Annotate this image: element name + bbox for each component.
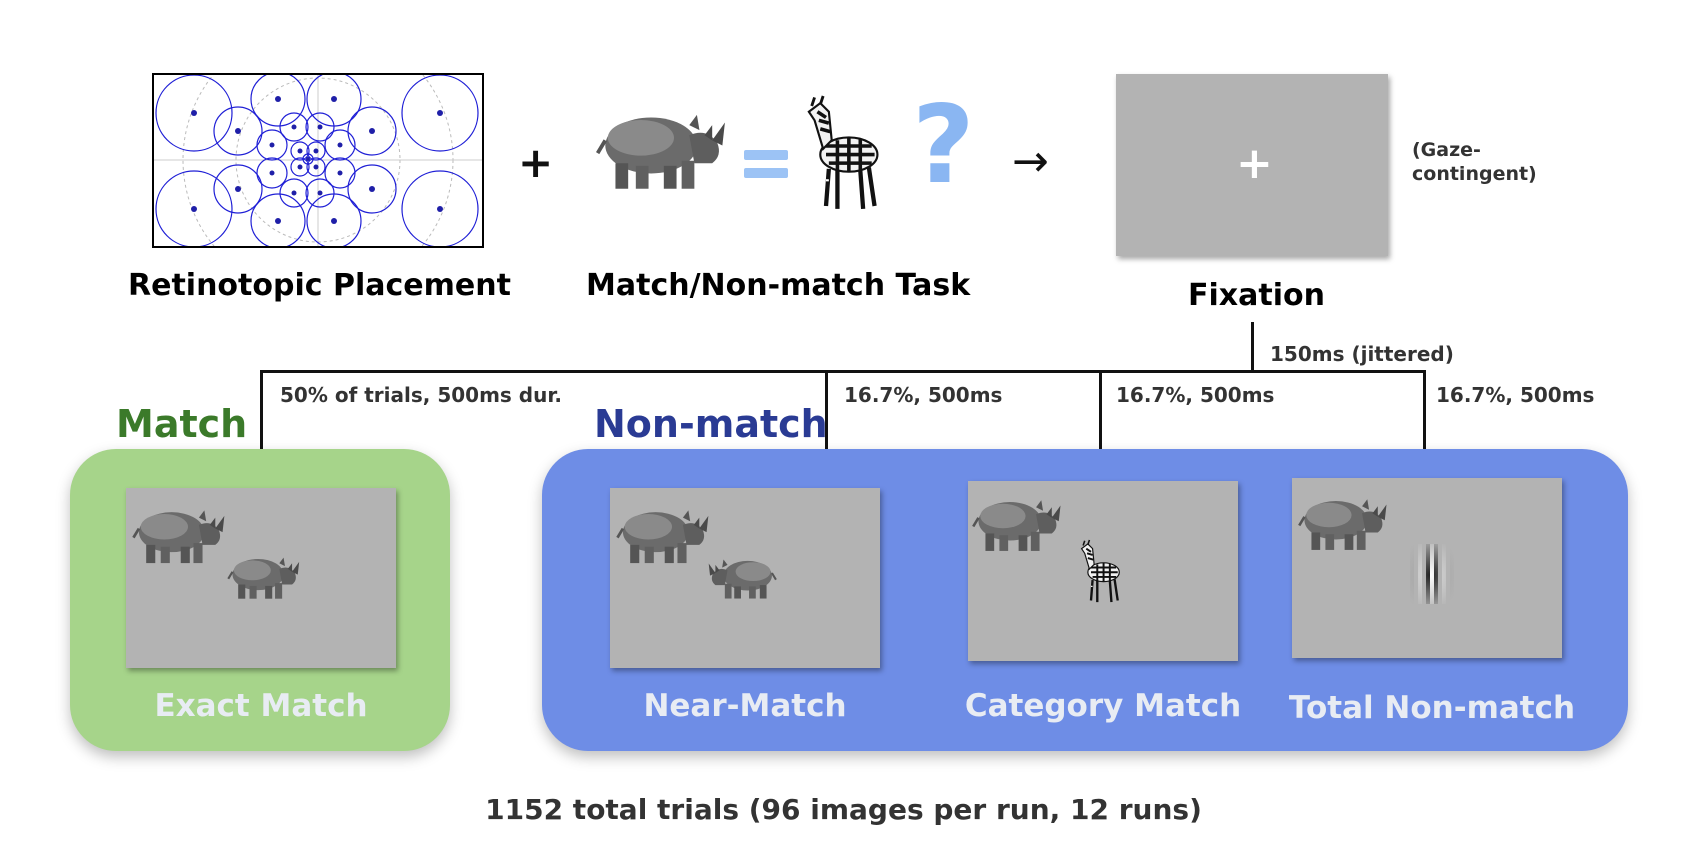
match-heading: Match (116, 402, 248, 446)
delay-label: 150ms (jittered) (1270, 342, 1454, 366)
branch-line-2 (825, 370, 828, 480)
retinotopic-grid (152, 24, 484, 296)
nonmatch-heading: Non-match (594, 402, 828, 446)
rhino-image (595, 112, 727, 191)
task-label: Match/Non-match Task (586, 268, 971, 303)
near-match-label: Near-Match (643, 688, 847, 724)
exact-match-label: Exact Match (154, 688, 368, 724)
rhino-near-image (707, 558, 777, 600)
rhino-image (616, 509, 710, 565)
exact-match-screen (126, 488, 396, 668)
category-match-screen (968, 481, 1238, 661)
plus-symbol: + (518, 138, 554, 187)
equals-icon (744, 150, 788, 178)
fixation-cross-icon: + (1236, 138, 1273, 189)
gaze-note: (Gaze- contingent) (1412, 138, 1537, 186)
gaze-note-text: (Gaze- contingent) (1412, 139, 1537, 185)
branch-label-3: 16.7%, 500ms (1116, 383, 1275, 407)
branch-label-2: 16.7%, 500ms (844, 383, 1003, 407)
branch-label-1: 50% of trials, 500ms dur. (280, 383, 562, 407)
zebra-image (1080, 538, 1121, 604)
near-match-screen (610, 488, 880, 668)
branch-line-4 (1423, 370, 1426, 480)
total-nonmatch-label: Total Non-match (1288, 690, 1576, 726)
fixation-screen: + (1116, 74, 1388, 256)
question-icon: ? (912, 83, 975, 208)
retinotopic-placement-label: Retinotopic Placement (128, 268, 511, 303)
rhino-target-image (227, 556, 301, 600)
retinotopic-grid-drawing (154, 24, 482, 296)
rhino-image (132, 509, 226, 565)
timeline-bar (260, 370, 1426, 373)
rhino-image (1297, 497, 1388, 552)
branch-line-1 (260, 370, 263, 480)
total-trials-caption: 1152 total trials (96 images per run, 12… (485, 793, 1202, 826)
arrow-icon: → (1012, 136, 1049, 187)
rhino-image (971, 498, 1062, 553)
category-match-label: Category Match (964, 688, 1242, 724)
total-nonmatch-screen (1292, 478, 1562, 658)
branch-label-4: 16.7%, 500ms (1436, 383, 1595, 407)
branch-line-3 (1099, 370, 1102, 480)
fixation-label: Fixation (1188, 278, 1325, 313)
gabor-patch-icon (1400, 538, 1460, 612)
timeline-stem (1251, 322, 1254, 372)
zebra-image (806, 86, 886, 226)
